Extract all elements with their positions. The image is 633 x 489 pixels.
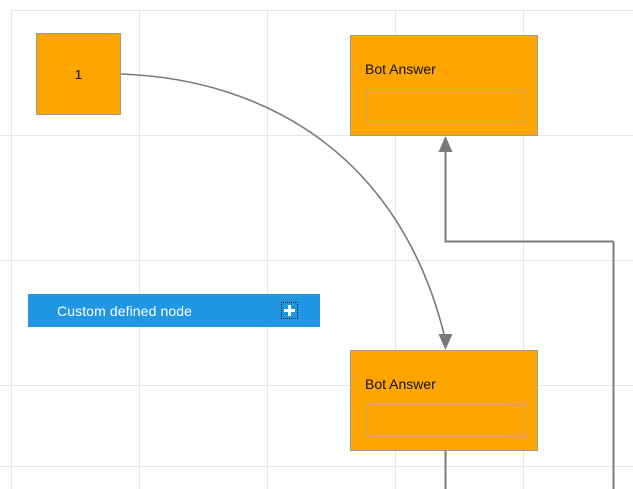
connector-curve-node1-to-bot-bottom[interactable] xyxy=(120,73,445,335)
custom-defined-node-bar[interactable]: Custom defined node xyxy=(28,294,320,327)
node-bot-answer-top[interactable]: Bot Answer xyxy=(350,35,538,136)
plus-icon[interactable] xyxy=(281,302,298,319)
arrowhead-down-icon xyxy=(438,334,453,350)
node-bot-answer-bottom[interactable]: Bot Answer xyxy=(350,350,538,451)
arrowhead-up-icon xyxy=(438,136,453,152)
node-bot-answer-top-title: Bot Answer xyxy=(365,61,436,77)
node-bot-answer-top-slot[interactable] xyxy=(366,89,526,122)
node-1[interactable]: 1 xyxy=(36,33,121,115)
node-bot-answer-bottom-slot[interactable] xyxy=(366,404,526,437)
plus-glyph xyxy=(284,305,295,316)
custom-defined-node-label: Custom defined node xyxy=(57,302,192,319)
node-1-label: 1 xyxy=(74,66,83,82)
connector-ortho-up-to-bot-top[interactable] xyxy=(444,150,614,243)
node-bot-answer-bottom-title: Bot Answer xyxy=(365,376,436,392)
